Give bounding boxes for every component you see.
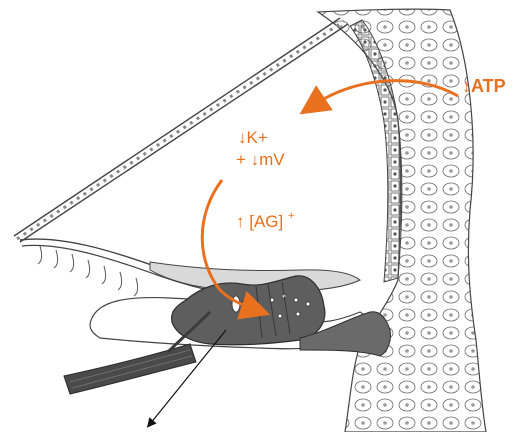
potassium-label: ↓K+ <box>238 128 268 148</box>
potential-label: + ↓mV <box>236 150 285 170</box>
spiral-ligament <box>318 9 486 432</box>
aminoglycoside-label: ↑ [AG] + <box>236 212 294 232</box>
reissners-membrane <box>14 18 348 242</box>
aminoglycoside-text: ↑ [AG] <box>236 212 283 231</box>
aminoglycoside-charge: + <box>288 210 294 222</box>
atp-label: ↓ATP <box>462 76 506 97</box>
